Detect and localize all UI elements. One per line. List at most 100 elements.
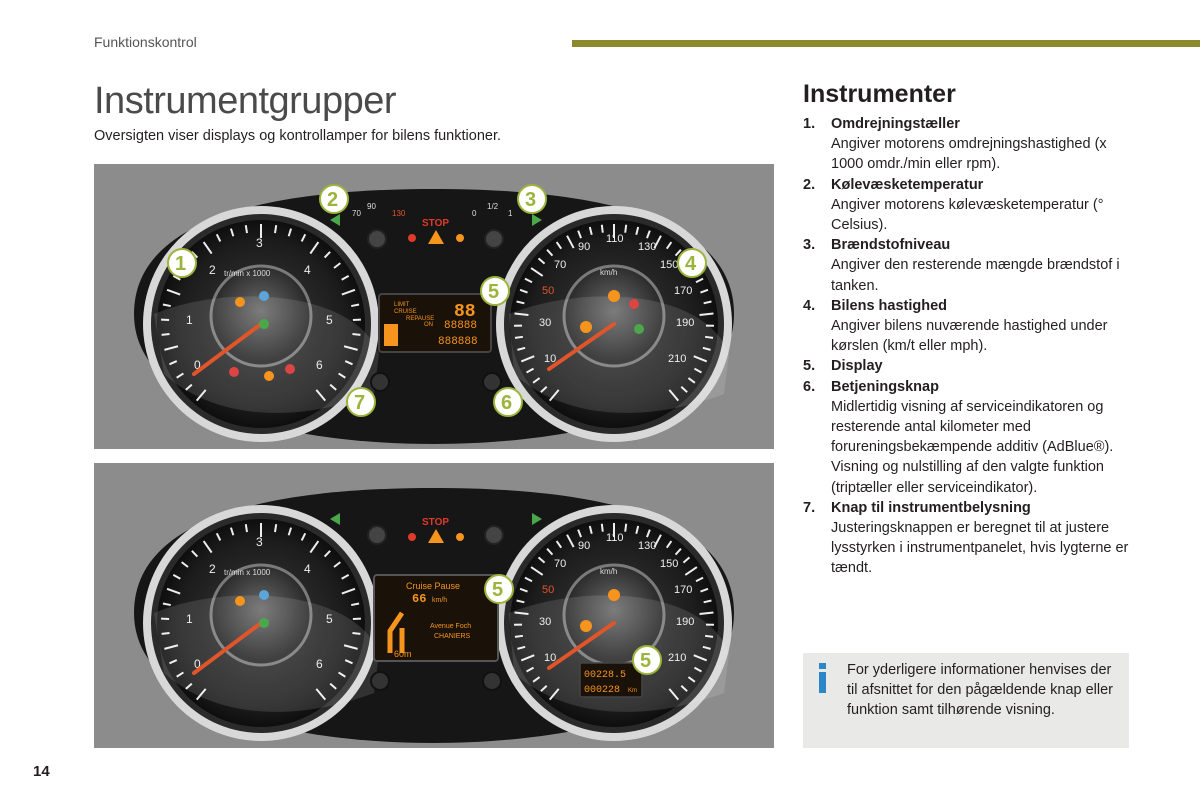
gauge-tick (514, 335, 524, 339)
speed-tick-label-50: 50 (542, 285, 554, 297)
gauge-tick (244, 524, 248, 533)
speed-tick-label-30: 30 (539, 616, 551, 628)
turn-left-arrow-icon (330, 214, 340, 226)
gauge-tick (341, 275, 350, 281)
warning-triangle-icon (428, 529, 444, 543)
airbag-lamp-icon (608, 290, 620, 302)
tacho-tick-label-6: 6 (316, 657, 323, 671)
gauge-tick (700, 587, 709, 593)
gauge-tick (343, 345, 358, 351)
gauge-tick (530, 267, 544, 277)
gauge-tick (516, 599, 525, 604)
gauge-tick (704, 634, 714, 638)
gear-indicator (384, 324, 398, 346)
gauge-tick (693, 654, 708, 662)
gauge-tick (548, 389, 560, 402)
gauge-tick (682, 556, 691, 564)
stop-lamp: STOP (422, 517, 449, 528)
gauge-tick (341, 587, 356, 595)
instrument-cluster-figure-2: tr/min x 1000 0 1 2 3 4 5 6 km/h 10 30 5… (94, 463, 774, 748)
gauge-tick (516, 300, 525, 305)
gauge-tick (315, 389, 327, 402)
gauge-tick (703, 300, 712, 305)
central-display: LIMIT CRUISE REPAUSE ON 88 88888 888888 (378, 293, 492, 353)
gauge-tick (341, 574, 350, 580)
tacho-tick-label-5: 5 (326, 313, 333, 327)
warning-triangle-icon (428, 230, 444, 244)
gauge-tick (181, 561, 189, 568)
gauge-tick (646, 529, 651, 538)
temp-tick-130: 130 (392, 209, 406, 218)
gauge-tick (624, 523, 628, 532)
tacho-tick-label-2: 2 (209, 562, 216, 576)
tacho-tick-label-6: 6 (316, 358, 323, 372)
gauge-tick (185, 682, 193, 690)
gauge-tick (514, 634, 524, 638)
glare (509, 296, 729, 413)
display-cruise: CRUISE (394, 309, 417, 315)
temp-tick-90: 90 (367, 202, 376, 211)
trip-odometer-2: 000228 (584, 685, 620, 696)
gauge-tick (702, 645, 711, 650)
warning-lamp-icon (235, 297, 245, 307)
list-item: 5.Display (803, 356, 1133, 376)
gauge-tick (674, 548, 682, 556)
speedometer-gauge: km/h 10 30 50 70 90 110 130 150 170 190 … (496, 206, 732, 442)
item-description: Angiver motorens kølevæsketemperatur (° … (831, 196, 1104, 234)
tacho-tick-label-5: 5 (326, 612, 333, 626)
item-description: Angiver bilens nuværende hastighed under… (831, 318, 1108, 355)
gauge-tick (540, 685, 548, 692)
gauge-tick (329, 383, 337, 391)
item-title: Omdrejningstæller (831, 116, 960, 132)
gauge-tick (687, 377, 696, 384)
gauge-tick (274, 524, 278, 533)
info-icon (815, 663, 829, 695)
gauge-tick (185, 383, 193, 391)
callout-5-trip: 5 (640, 650, 651, 672)
item-number: 7. (803, 499, 816, 516)
gauge-tick (680, 685, 688, 692)
display-cruise-pause: Cruise Pause (406, 581, 460, 591)
tachometer-gauge: tr/min x 1000 0 1 2 3 4 5 6 (143, 206, 379, 442)
gauge-tick (517, 346, 526, 351)
gauge-tick (577, 230, 582, 239)
gauge-tick (172, 574, 181, 580)
gauge-tick (351, 602, 360, 607)
gauge-tick (166, 288, 181, 296)
item-description: Angiver motorens omdrejningshastighed (x… (831, 136, 1107, 173)
sidelamp-lamp-icon (259, 319, 269, 329)
fuel-gauge: 0 1/2 1 (472, 202, 513, 249)
speed-tick-label-70: 70 (554, 558, 566, 570)
display-distance: 60m (394, 649, 412, 659)
gauge-tick (524, 277, 533, 284)
gauge-tick (244, 225, 248, 234)
gauge-tick (166, 587, 181, 595)
gauge-tick (668, 389, 680, 402)
info-box: For yderligere informationer henvises de… (803, 653, 1129, 748)
gauge-tick (700, 288, 709, 294)
gauge-tick (344, 659, 353, 665)
trip-odometer-1: 00228.5 (584, 670, 626, 681)
speed-tick-label-90: 90 (578, 241, 590, 253)
speed-needle (547, 322, 616, 371)
gauge-tick (693, 367, 702, 374)
gauge-tick (329, 682, 337, 690)
tacho-needle (192, 322, 263, 376)
callout-5-display: 5 (492, 579, 503, 601)
gauge-tick (274, 225, 278, 234)
gauge-tick (519, 587, 528, 593)
tacho-tick-label-1: 1 (186, 612, 193, 626)
gauge-tick (600, 224, 604, 233)
tacho-tick-label-0: 0 (194, 657, 201, 671)
gauge-tick (161, 632, 170, 635)
fuel-tick-0: 0 (472, 209, 477, 218)
sidelamp-lamp-icon (259, 618, 269, 628)
gauge-tick (195, 389, 207, 402)
gauge-tick (653, 534, 662, 548)
gauge-tick (229, 228, 235, 237)
turn-arrow-icon (387, 611, 405, 653)
